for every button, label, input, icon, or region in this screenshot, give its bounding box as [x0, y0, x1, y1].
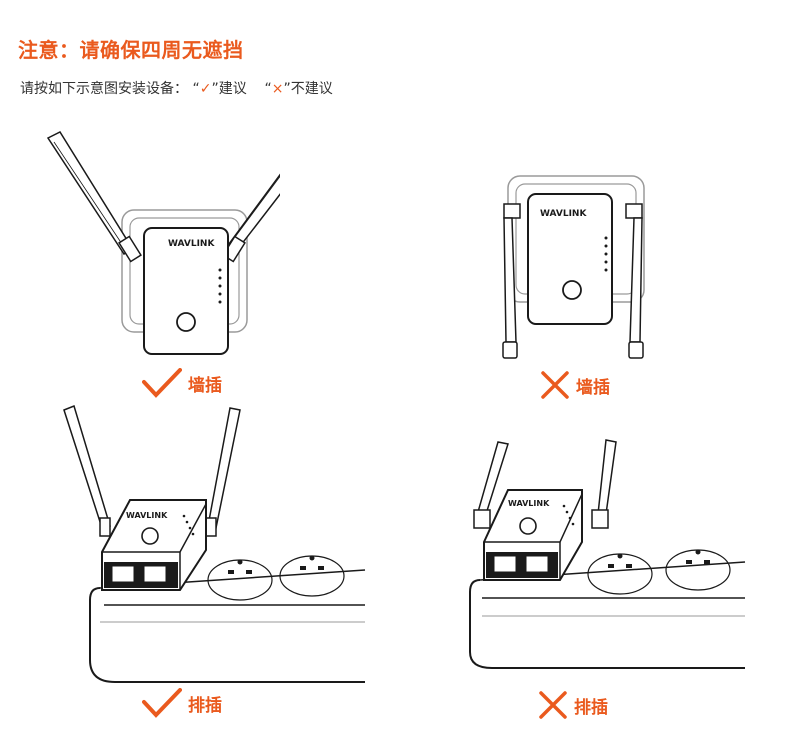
cross-mark-icon	[539, 691, 567, 719]
open-quote: “	[264, 81, 272, 97]
antenna-right-icon	[205, 407, 241, 537]
power-strip-correct-illustration: WAVLINK	[60, 400, 370, 690]
ethernet-port-icon	[493, 555, 517, 573]
caption-strip-wrong: 排插	[538, 690, 608, 720]
caption-label: 墙插	[576, 377, 610, 398]
cross-mark-icon	[541, 371, 569, 399]
antenna-right-icon	[591, 439, 617, 529]
wall-plug-wrong-illustration: WAVLINK	[490, 170, 660, 365]
power-strip-wrong-illustration: WAVLINK	[460, 430, 750, 670]
antenna-right-icon	[222, 173, 280, 263]
caption-wall-correct: 墙插	[142, 368, 222, 398]
antenna-right-icon	[625, 203, 644, 359]
caption-strip-correct: 排插	[142, 688, 222, 718]
wall-plug-correct-illustration: WAVLINK	[40, 128, 280, 358]
wps-button-icon	[519, 517, 537, 535]
antenna-left-icon	[473, 441, 509, 529]
recommended-text: 建议	[218, 81, 247, 97]
caption-wall-wrong: 墙插	[540, 370, 610, 400]
wps-button-icon	[141, 527, 159, 545]
brand-logo: WAVLINK	[168, 239, 215, 249]
check-mark-icon	[142, 688, 182, 718]
caption-label: 墙插	[188, 375, 222, 396]
antenna-left-icon	[63, 404, 111, 537]
page-title: 注意：请确保四周无遮挡	[18, 38, 244, 62]
ethernet-port-icon	[143, 565, 167, 583]
caption-label: 排插	[188, 695, 222, 716]
brand-logo: WAVLINK	[126, 511, 168, 520]
not-recommended-text: 不建议	[290, 81, 333, 97]
cross-mark-icon: ×	[271, 81, 284, 97]
antenna-left-icon	[502, 203, 521, 359]
antenna-left-icon	[46, 131, 142, 263]
instruction-lead: 请按如下示意图安装设备：	[20, 81, 188, 97]
wps-button-icon	[176, 312, 196, 332]
ethernet-port-icon	[525, 555, 549, 573]
ethernet-port-icon	[111, 565, 135, 583]
brand-logo: WAVLINK	[508, 499, 550, 508]
brand-logo: WAVLINK	[540, 209, 587, 219]
check-mark-icon: ✓	[199, 81, 212, 97]
open-quote: “	[192, 81, 200, 97]
wps-button-icon	[562, 280, 582, 300]
close-quote: ”	[211, 81, 219, 97]
check-mark-icon	[142, 368, 182, 398]
close-quote: ”	[283, 81, 291, 97]
caption-label: 排插	[574, 697, 608, 718]
install-instruction: 请按如下示意图安装设备： “✓”建议 “×”不建议	[20, 78, 333, 98]
